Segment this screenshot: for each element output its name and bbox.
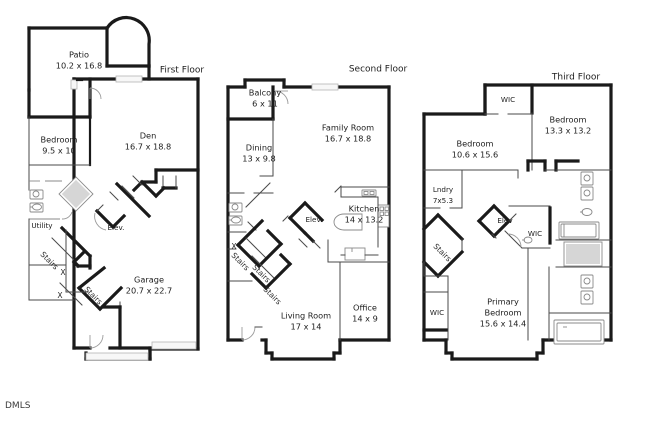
primary-bedroom-label-line1: Primary — [487, 297, 519, 307]
first-floor-elevator — [94, 181, 152, 231]
balcony-outline — [226, 85, 289, 141]
utility-stair-core — [28, 218, 124, 312]
balcony-dimensions: 6 x 11 — [252, 99, 278, 109]
den-garage-walls — [89, 168, 200, 350]
second-floor-marker-x: X — [231, 242, 236, 251]
patio-dimensions: 10.2 x 16.8 — [56, 61, 103, 71]
second-floor-powder-fixtures — [227, 202, 257, 233]
bedroom-dimensions: 9.5 x 10 — [42, 146, 76, 156]
third-floor-plan: Third Floor WIC Bedroom 13.3 x 13.2 Bedr… — [421, 73, 613, 361]
kitchen-dimensions: 14 x 13.2 — [345, 215, 384, 225]
entry-gap — [70, 79, 78, 90]
second-floor-elevator — [282, 200, 325, 249]
den-dimensions: 16.7 x 18.8 — [125, 142, 172, 152]
third-floor-stairs — [421, 212, 465, 341]
bedroom2-label: Bedroom — [549, 115, 586, 125]
watermark-label: DMLS — [5, 401, 31, 411]
patio-outline — [27, 15, 151, 119]
garage-door-openings — [85, 341, 197, 361]
primary-bedroom-label-line2: Bedroom — [484, 308, 521, 318]
wic-mid-label: WIC — [528, 229, 542, 238]
entry-door-swing — [89, 87, 102, 100]
living-room-dimensions: 17 x 14 — [291, 322, 322, 332]
living-room-entry-door — [241, 326, 263, 341]
first-floor-title: First Floor — [160, 66, 204, 76]
second-floor-stairs — [227, 218, 293, 291]
first-floor-bath-fixtures — [29, 176, 94, 220]
laundry-label: Lndry — [433, 185, 454, 194]
second-floor-title: Second Floor — [349, 65, 408, 75]
first-floor-elevator-label: Elev. — [108, 223, 125, 232]
patio-label: Patio — [69, 50, 89, 60]
dining-label: Dining — [246, 143, 272, 153]
third-floor-elevator-label: Elev — [497, 216, 513, 225]
third-floor-elevator — [476, 203, 517, 239]
third-floor-wic-bath — [504, 205, 552, 249]
family-room-label: Family Room — [322, 123, 374, 133]
bedroom2-dimensions: 13.3 x 13.2 — [545, 126, 592, 136]
bedroom3-dimensions: 10.6 x 15.6 — [452, 150, 499, 160]
bedroom-label: Bedroom — [40, 135, 77, 145]
living-room-label: Living Room — [281, 311, 331, 321]
garage-dimensions: 20.7 x 22.7 — [126, 286, 173, 296]
family-room-window — [311, 83, 339, 91]
bedroom3-label: Bedroom — [456, 139, 493, 149]
garage-label: Garage — [134, 275, 164, 285]
family-room-dimensions: 16.7 x 18.8 — [325, 134, 372, 144]
dining-diag — [245, 182, 271, 208]
second-floor-elevator-label: Elev. — [306, 215, 323, 224]
kitchen-details — [327, 185, 390, 263]
laundry-room — [423, 169, 463, 209]
office-dimensions: 14 x 9 — [352, 314, 378, 324]
third-floor-title: Third Floor — [551, 73, 601, 83]
den-label: Den — [140, 131, 157, 141]
third-floor-bedroom-walls — [423, 159, 612, 179]
den-window — [115, 75, 143, 83]
third-floor-bath-fixtures — [548, 171, 612, 345]
wic-left-label: WIC — [430, 308, 444, 317]
dining-dimensions: 13 x 9.8 — [242, 154, 276, 164]
first-floor-marker-x-1: X — [60, 268, 65, 277]
kitchen-label: Kitchen — [349, 204, 380, 214]
wic-top-label: WIC — [501, 95, 515, 104]
primary-bedroom-dimensions: 15.6 x 14.4 — [480, 319, 527, 329]
laundry-dimensions: 7x5.3 — [433, 196, 453, 205]
balcony-label: Balcony — [249, 88, 282, 98]
third-floor-wic-left — [422, 291, 449, 332]
first-floor-marker-x-2: X — [57, 291, 62, 300]
utility-label: Utility — [31, 221, 53, 230]
office-label: Office — [353, 303, 377, 313]
first-floor-plan: First Floor Patio 10.2 x 16.8 Bedroom 9.… — [27, 15, 204, 361]
second-floor-plan: Second Floor Balcony 6 x 11 Dining 13 x … — [226, 65, 408, 361]
third-floor-wic-top — [483, 83, 534, 171]
